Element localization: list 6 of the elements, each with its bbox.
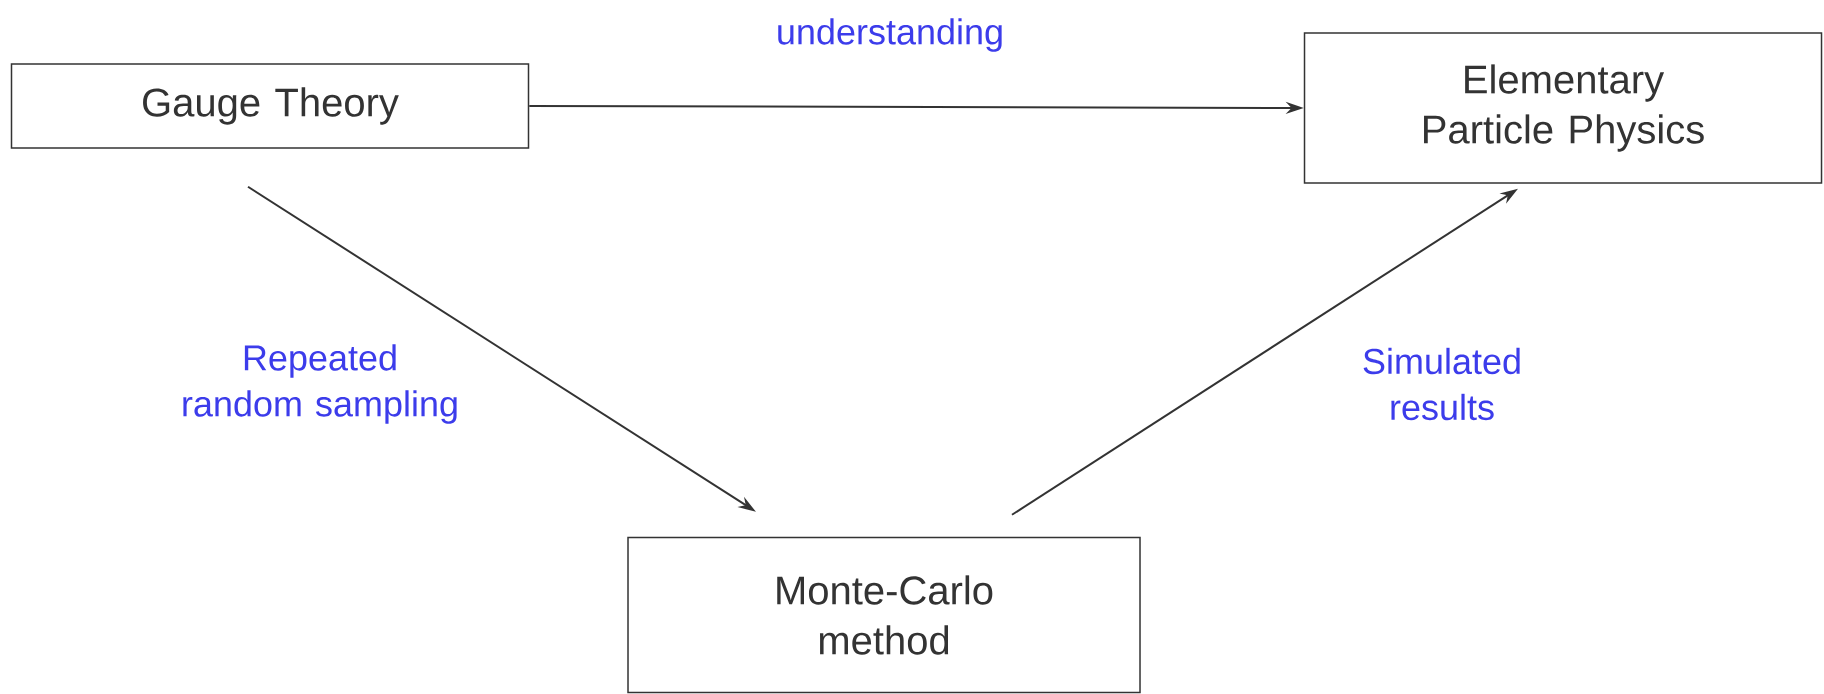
- edge-label: Simulated results: [1363, 347, 1520, 421]
- process-box: Monte-Carlo method: [627, 536, 1141, 694]
- edge-label: Repeated random sampling: [183, 344, 457, 424]
- process-box: Gauge Theory: [10, 63, 530, 149]
- edge-label: understanding: [778, 18, 1002, 52]
- process-box: Elementary Particle Physics: [1303, 32, 1823, 184]
